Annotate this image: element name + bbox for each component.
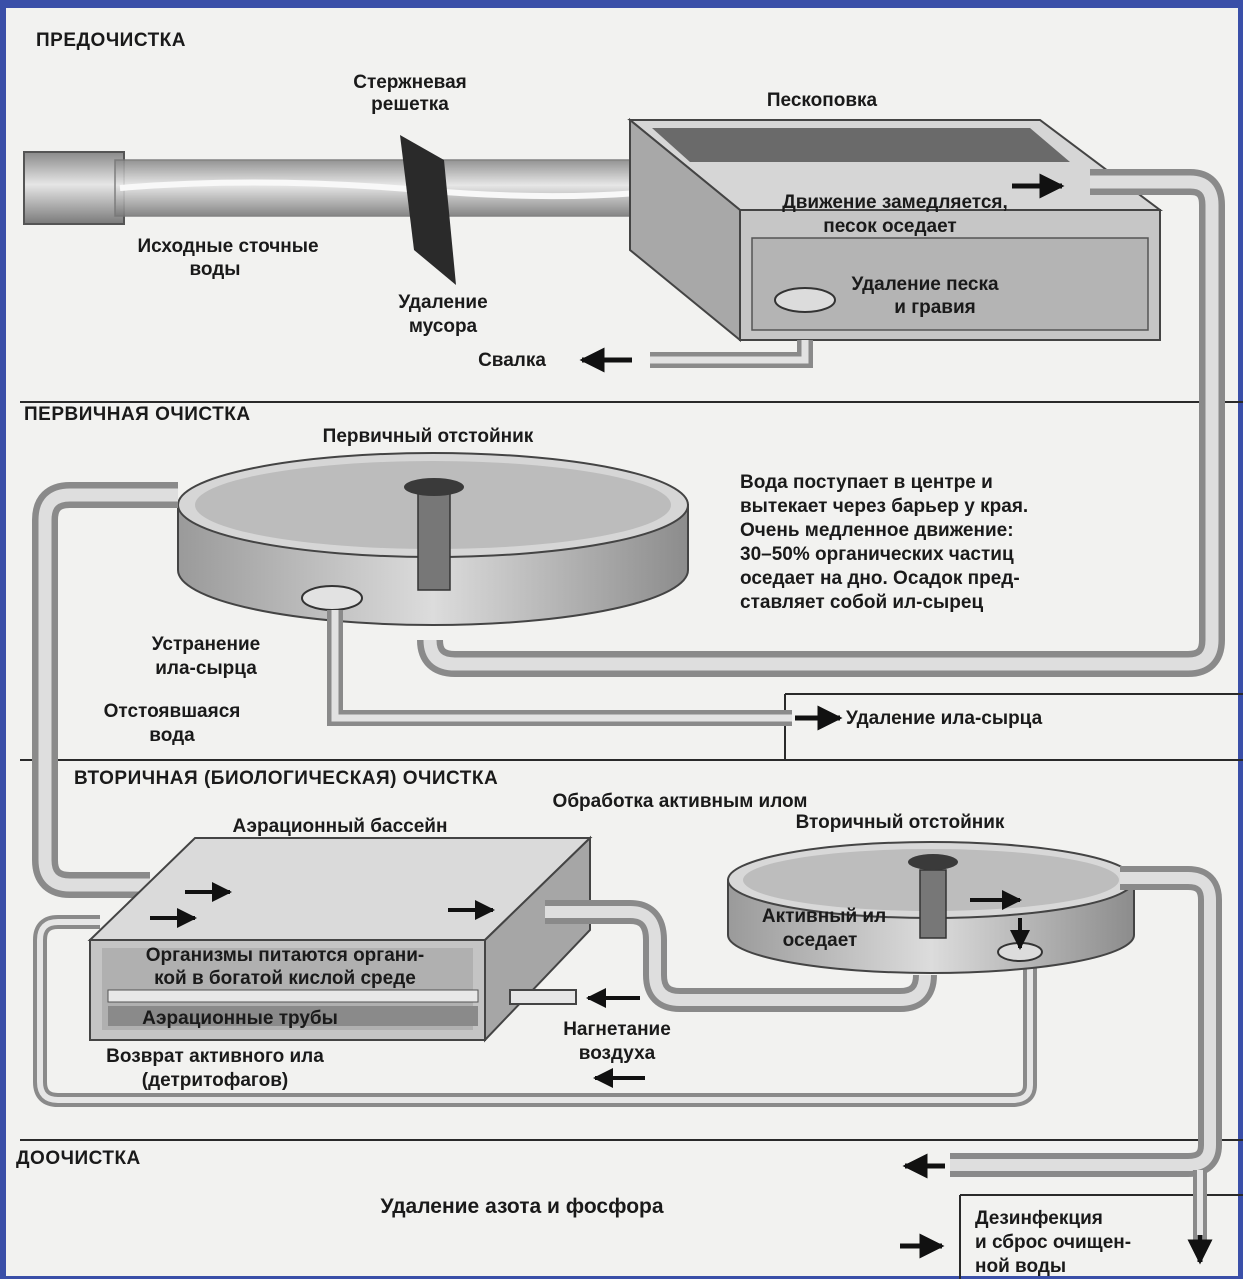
sludge-settles-label-2: оседает <box>783 930 858 951</box>
debris-removal-label-1: Удаление <box>398 292 487 313</box>
grit-note-2: песок оседает <box>823 216 957 237</box>
disinfection-label-3: ной воды <box>975 1256 1066 1277</box>
section-title-pre: ПРЕДОЧИСТКА <box>36 30 186 51</box>
raw-sewage-label-2: воды <box>189 259 240 280</box>
air-injection-label-1: Нагнетание <box>563 1019 671 1040</box>
debris-removal-label-2: мусора <box>409 316 478 337</box>
organisms-label-1: Организмы питаются органи- <box>146 945 425 966</box>
aeration-basin <box>87 835 593 1043</box>
grit-removal-label-1: Удаление песка <box>851 274 999 295</box>
raw-sewage-label-1: Исходные сточные <box>137 236 318 257</box>
secondary-clarifier <box>727 841 1135 974</box>
primary-desc-6: ставляет собой ил-сырец <box>740 592 983 613</box>
sludge-removal-label: Удаление ила-сырца <box>846 708 1043 729</box>
primary-desc-4: 30–50% органических частиц <box>740 544 1014 565</box>
secondary-clarifier-label: Вторичный отстойник <box>796 812 1005 833</box>
sludge-elimination-label-2: ила-сырца <box>155 658 257 679</box>
sludge-return-label-1: Возврат активного ила <box>106 1046 324 1067</box>
section-title-secondary: ВТОРИЧНАЯ (БИОЛОГИЧЕСКАЯ) ОЧИСТКА <box>74 768 498 789</box>
primary-desc-5: оседает на дно. Осадок пред- <box>740 568 1020 589</box>
bar-screen <box>400 135 456 285</box>
bar-screen-label-1: Стержневая <box>353 72 467 93</box>
activated-sludge-label: Обработка активным илом <box>553 791 808 812</box>
primary-desc-1: Вода поступает в центре и <box>740 472 993 493</box>
aeration-pipes-label: Аэрационные трубы <box>142 1008 338 1029</box>
air-pipe <box>509 989 577 1005</box>
primary-clarifier-label: Первичный отстойник <box>323 426 534 447</box>
grit-note-1: Движение замедляется, <box>782 192 1008 213</box>
organisms-label-2: кой в богатой кислой среде <box>154 968 416 989</box>
grit-removal-label-2: и гравия <box>894 297 976 318</box>
settled-water-label-2: вода <box>149 725 195 746</box>
sludge-settles-label-1: Активный ил <box>762 906 886 927</box>
grit-chamber-label: Пескоповка <box>767 90 878 111</box>
section-dividers <box>20 401 1243 1279</box>
primary-desc-3: Очень медленное движение: <box>740 520 1014 541</box>
primary-clarifier <box>177 452 689 626</box>
aeration-basin-label: Аэрационный бассейн <box>233 816 448 837</box>
bar-screen-label-2: решетка <box>371 94 449 115</box>
air-injection-label-2: воздуха <box>579 1043 656 1064</box>
disinfection-label-1: Дезинфекция <box>975 1208 1103 1229</box>
sludge-return-label-2: (детритофагов) <box>142 1070 288 1091</box>
landfill-label: Свалка <box>478 350 546 371</box>
settled-water-label-1: Отстоявшаяся <box>104 701 241 722</box>
section-title-tertiary: ДООЧИСТКА <box>16 1148 141 1169</box>
inlet-pipe <box>23 151 701 225</box>
sludge-elimination-label-1: Устранение <box>152 634 260 655</box>
disinfection-label-2: и сброс очищен- <box>975 1232 1131 1253</box>
section-title-primary: ПЕРВИЧНАЯ ОЧИСТКА <box>24 404 251 425</box>
nutrient-removal-label: Удаление азота и фосфора <box>380 1195 663 1218</box>
primary-desc-2: вытекает через барьер у края. <box>740 496 1028 517</box>
